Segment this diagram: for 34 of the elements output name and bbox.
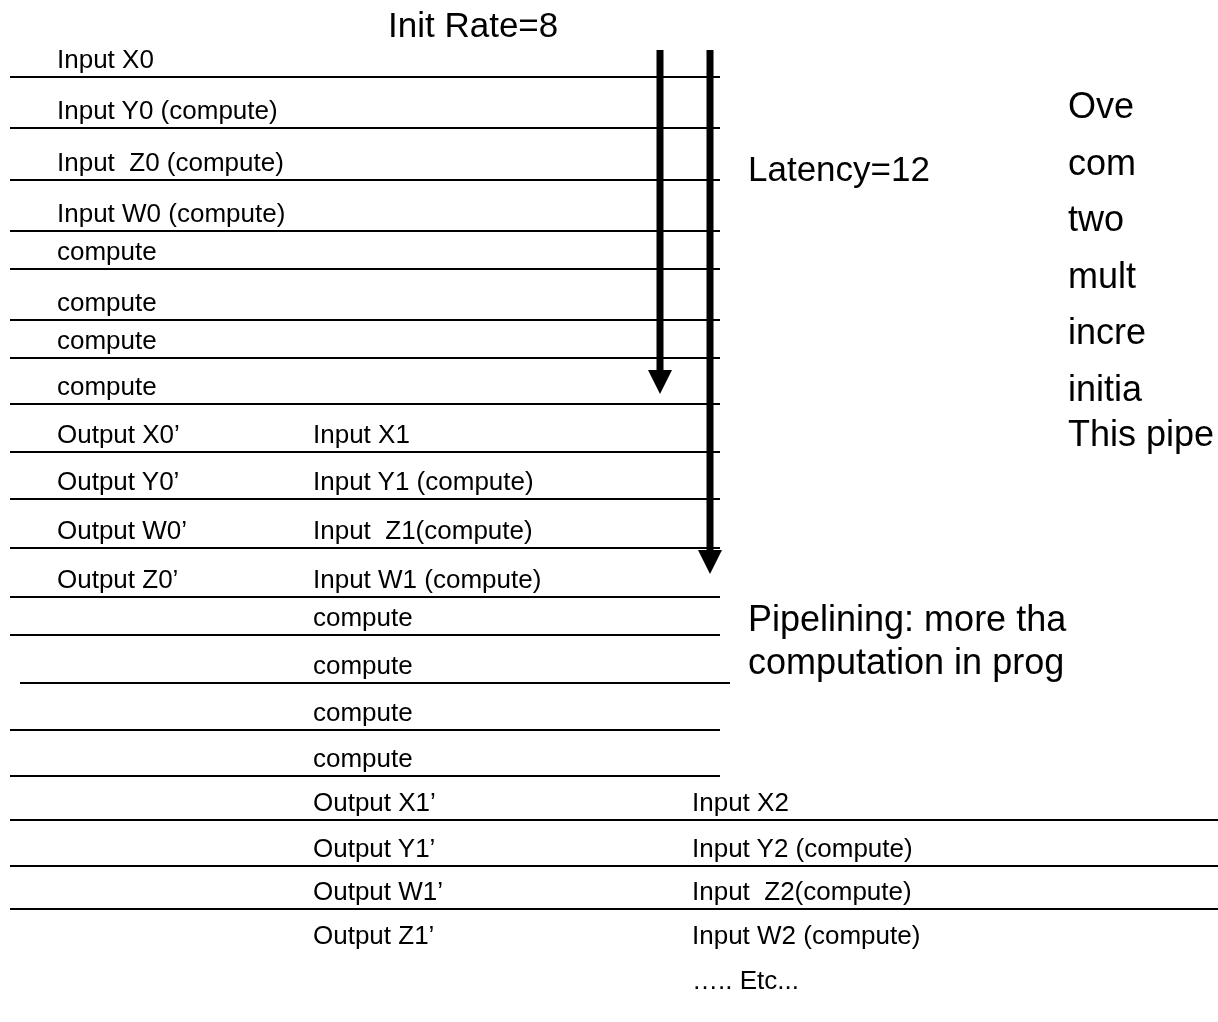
step-label: Output X0’ [57, 419, 180, 451]
step-label: Input W1 (compute) [313, 564, 542, 596]
step-label: compute [313, 743, 413, 775]
step-label: Input X2 [692, 787, 789, 819]
step-label: Input Y0 (compute) [57, 95, 278, 127]
step-label: compute [57, 325, 157, 357]
step-label: Output Z1’ [313, 920, 435, 952]
step-label: compute [57, 371, 157, 403]
step-label: compute [57, 287, 157, 319]
rate-label: Init Rate=8 [388, 4, 559, 46]
step-label: Input X1 [313, 419, 410, 451]
step-label: Output W1’ [313, 876, 444, 908]
note-text: Ove com two mult incre initia [1068, 84, 1147, 411]
step-label: Output W0’ [57, 515, 188, 547]
step-label: compute [313, 602, 413, 634]
step-label: Input Y2 (compute) [692, 833, 913, 865]
step-label: Input Y1 (compute) [313, 466, 534, 498]
step-label: Output Z0’ [57, 564, 179, 596]
note-text: Pipelining: more tha computation in prog [748, 597, 1068, 684]
step-label: Input Z1(compute) [313, 515, 533, 547]
step-label: compute [313, 650, 413, 682]
etc-label: ….. Etc... [692, 965, 799, 997]
step-label: compute [313, 697, 413, 729]
step-label: Input W0 (compute) [57, 198, 286, 230]
step-label: compute [57, 236, 157, 268]
note-text: This pipe [1068, 412, 1216, 456]
step-label: Output Y0’ [57, 466, 180, 498]
step-label: Input Z0 (compute) [57, 147, 284, 179]
step-label: Input Z2(compute) [692, 876, 912, 908]
step-label: Output Y1’ [313, 833, 436, 865]
latency-label: Latency=12 [748, 148, 930, 190]
step-label: Output X1’ [313, 787, 436, 819]
step-label: Input X0 [57, 44, 154, 76]
step-label: Input W2 (compute) [692, 920, 921, 952]
